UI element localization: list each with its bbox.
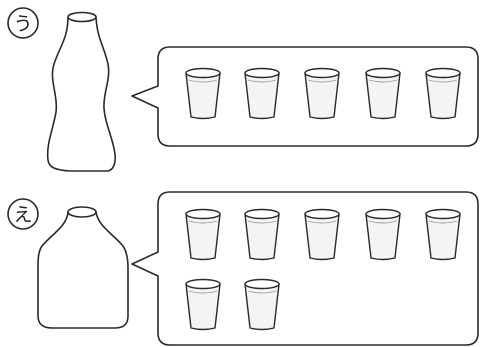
- cup-icon: [186, 210, 220, 260]
- cup-icon: [305, 69, 339, 119]
- cup-icon: [186, 280, 220, 330]
- speech-bubble: [132, 47, 478, 146]
- cup-icon: [426, 210, 460, 260]
- cup-icon: [366, 210, 400, 260]
- cup-icon: [186, 69, 220, 119]
- item-e: え: [8, 192, 478, 345]
- cup-icon: [245, 210, 279, 260]
- cup-icon: [245, 69, 279, 119]
- jar-icon: [38, 207, 128, 328]
- item-u-label: う: [13, 13, 32, 35]
- cup-icon: [426, 69, 460, 119]
- bottle-icon: [48, 13, 116, 172]
- cup-icon: [305, 210, 339, 260]
- item-e-label: え: [13, 204, 32, 226]
- cup-icon: [366, 69, 400, 119]
- item-u: う: [8, 8, 478, 171]
- cup-icon: [245, 280, 279, 330]
